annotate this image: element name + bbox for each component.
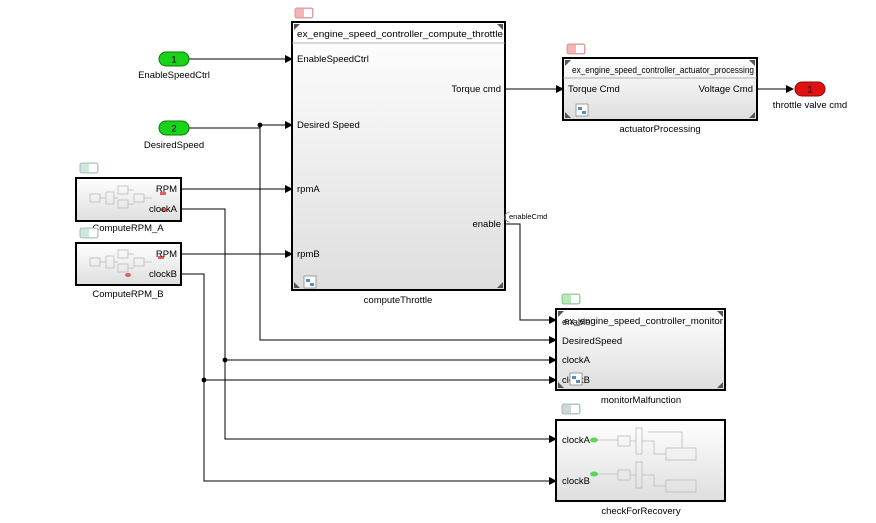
- subsystem-preview: [598, 427, 697, 493]
- compute-rpm-b-out-1: RPM: [156, 249, 177, 260]
- actuator-header: ex_engine_speed_controller_actuator_proc…: [572, 65, 754, 76]
- monitor-in-3: clockA: [562, 355, 591, 366]
- compute-rpm-a-name: ComputeRPM_A: [92, 223, 164, 234]
- check-badge: [561, 403, 581, 415]
- compute-throttle-in-1: EnableSpeedCtrl: [297, 54, 369, 65]
- inport-1-label: EnableSpeedCtrl: [138, 70, 210, 81]
- compute-throttle-block[interactable]: ex_engine_speed_controller_compute_throt…: [291, 21, 506, 291]
- model-reference-icon: [303, 275, 317, 289]
- compute-rpm-b-block[interactable]: RPM clockB: [75, 242, 182, 286]
- compute-throttle-out-1: Torque cmd: [451, 84, 501, 95]
- outport-1-number: 1: [807, 85, 812, 96]
- branch-points: [201, 122, 263, 383]
- actuator-out-port: Voltage Cmd: [699, 84, 753, 95]
- compute-rpm-a-out-1: RPM: [156, 184, 177, 195]
- actuator-processing-block[interactable]: ex_engine_speed_controller_actuator_proc…: [562, 57, 758, 121]
- line-clock-b: [181, 273, 557, 485]
- compute-rpm-a-block[interactable]: RPM clockA: [75, 177, 182, 222]
- branch-dot-desired-speed: [257, 122, 263, 128]
- monitor-name: monitorMalfunction: [601, 395, 681, 406]
- compute-rpm-b-badge: [79, 227, 99, 239]
- enable-cmd-label: enableCmd: [509, 212, 547, 221]
- line-enable-cmd: [505, 223, 557, 324]
- monitor-badge: [561, 293, 581, 305]
- compute-rpm-a-out-2: clockA: [149, 204, 178, 215]
- monitor-header: ex_engine_speed_controller_monitor: [564, 316, 723, 327]
- outport-1-label: throttle valve cmd: [773, 100, 847, 111]
- line-clock-a: [181, 208, 557, 443]
- inport-2-number: 2: [171, 124, 176, 135]
- subsystem-preview: [89, 249, 152, 273]
- compute-rpm-a-badge: [79, 162, 99, 174]
- branch-dot-clock-b: [201, 377, 207, 383]
- compute-throttle-in-4: rpmB: [297, 249, 320, 260]
- compute-rpm-b-name: ComputeRPM_B: [92, 289, 163, 300]
- compute-throttle-name: computeThrottle: [364, 295, 433, 306]
- monitor-malfunction-block[interactable]: ex_engine_speed_controller_monitor enabl…: [555, 308, 726, 391]
- enable-cmd-signal: enableCmd: [504, 211, 547, 223]
- outport-1[interactable]: 1: [794, 81, 826, 97]
- check-in-1: clockA: [562, 435, 591, 446]
- subsystem-preview: [89, 185, 152, 209]
- line-desired-speed: [189, 121, 293, 129]
- line-desired-speed-branch: [259, 125, 557, 344]
- inport-1[interactable]: 1: [158, 51, 190, 67]
- inport-2[interactable]: 2: [158, 120, 190, 136]
- actuator-name: actuatorProcessing: [619, 124, 700, 135]
- check-for-recovery-block[interactable]: clockA clockB: [555, 419, 726, 502]
- compute-rpm-b-out-2: clockB: [149, 269, 177, 280]
- signal-lines: [181, 55, 794, 485]
- branch-dot-clock-a: [222, 357, 228, 363]
- inport-1-number: 1: [171, 55, 176, 66]
- model-reference-icon: [569, 372, 583, 386]
- actuator-badge: [566, 43, 586, 55]
- monitor-in-2: DesiredSpeed: [562, 336, 622, 347]
- inport-2-label: DesiredSpeed: [144, 140, 204, 151]
- model-reference-icon: [575, 103, 589, 117]
- check-name: checkForRecovery: [601, 506, 680, 517]
- compute-throttle-badge: [294, 7, 314, 19]
- actuator-in-port: Torque Cmd: [568, 84, 620, 95]
- check-in-2: clockB: [562, 476, 590, 487]
- compute-throttle-in-3: rpmA: [297, 184, 320, 195]
- compute-throttle-header: ex_engine_speed_controller_compute_throt…: [297, 29, 503, 40]
- monitor-in-1: enable: [562, 317, 591, 328]
- compute-throttle-in-2: Desired Speed: [297, 120, 360, 131]
- compute-throttle-out-2: enable: [472, 219, 501, 230]
